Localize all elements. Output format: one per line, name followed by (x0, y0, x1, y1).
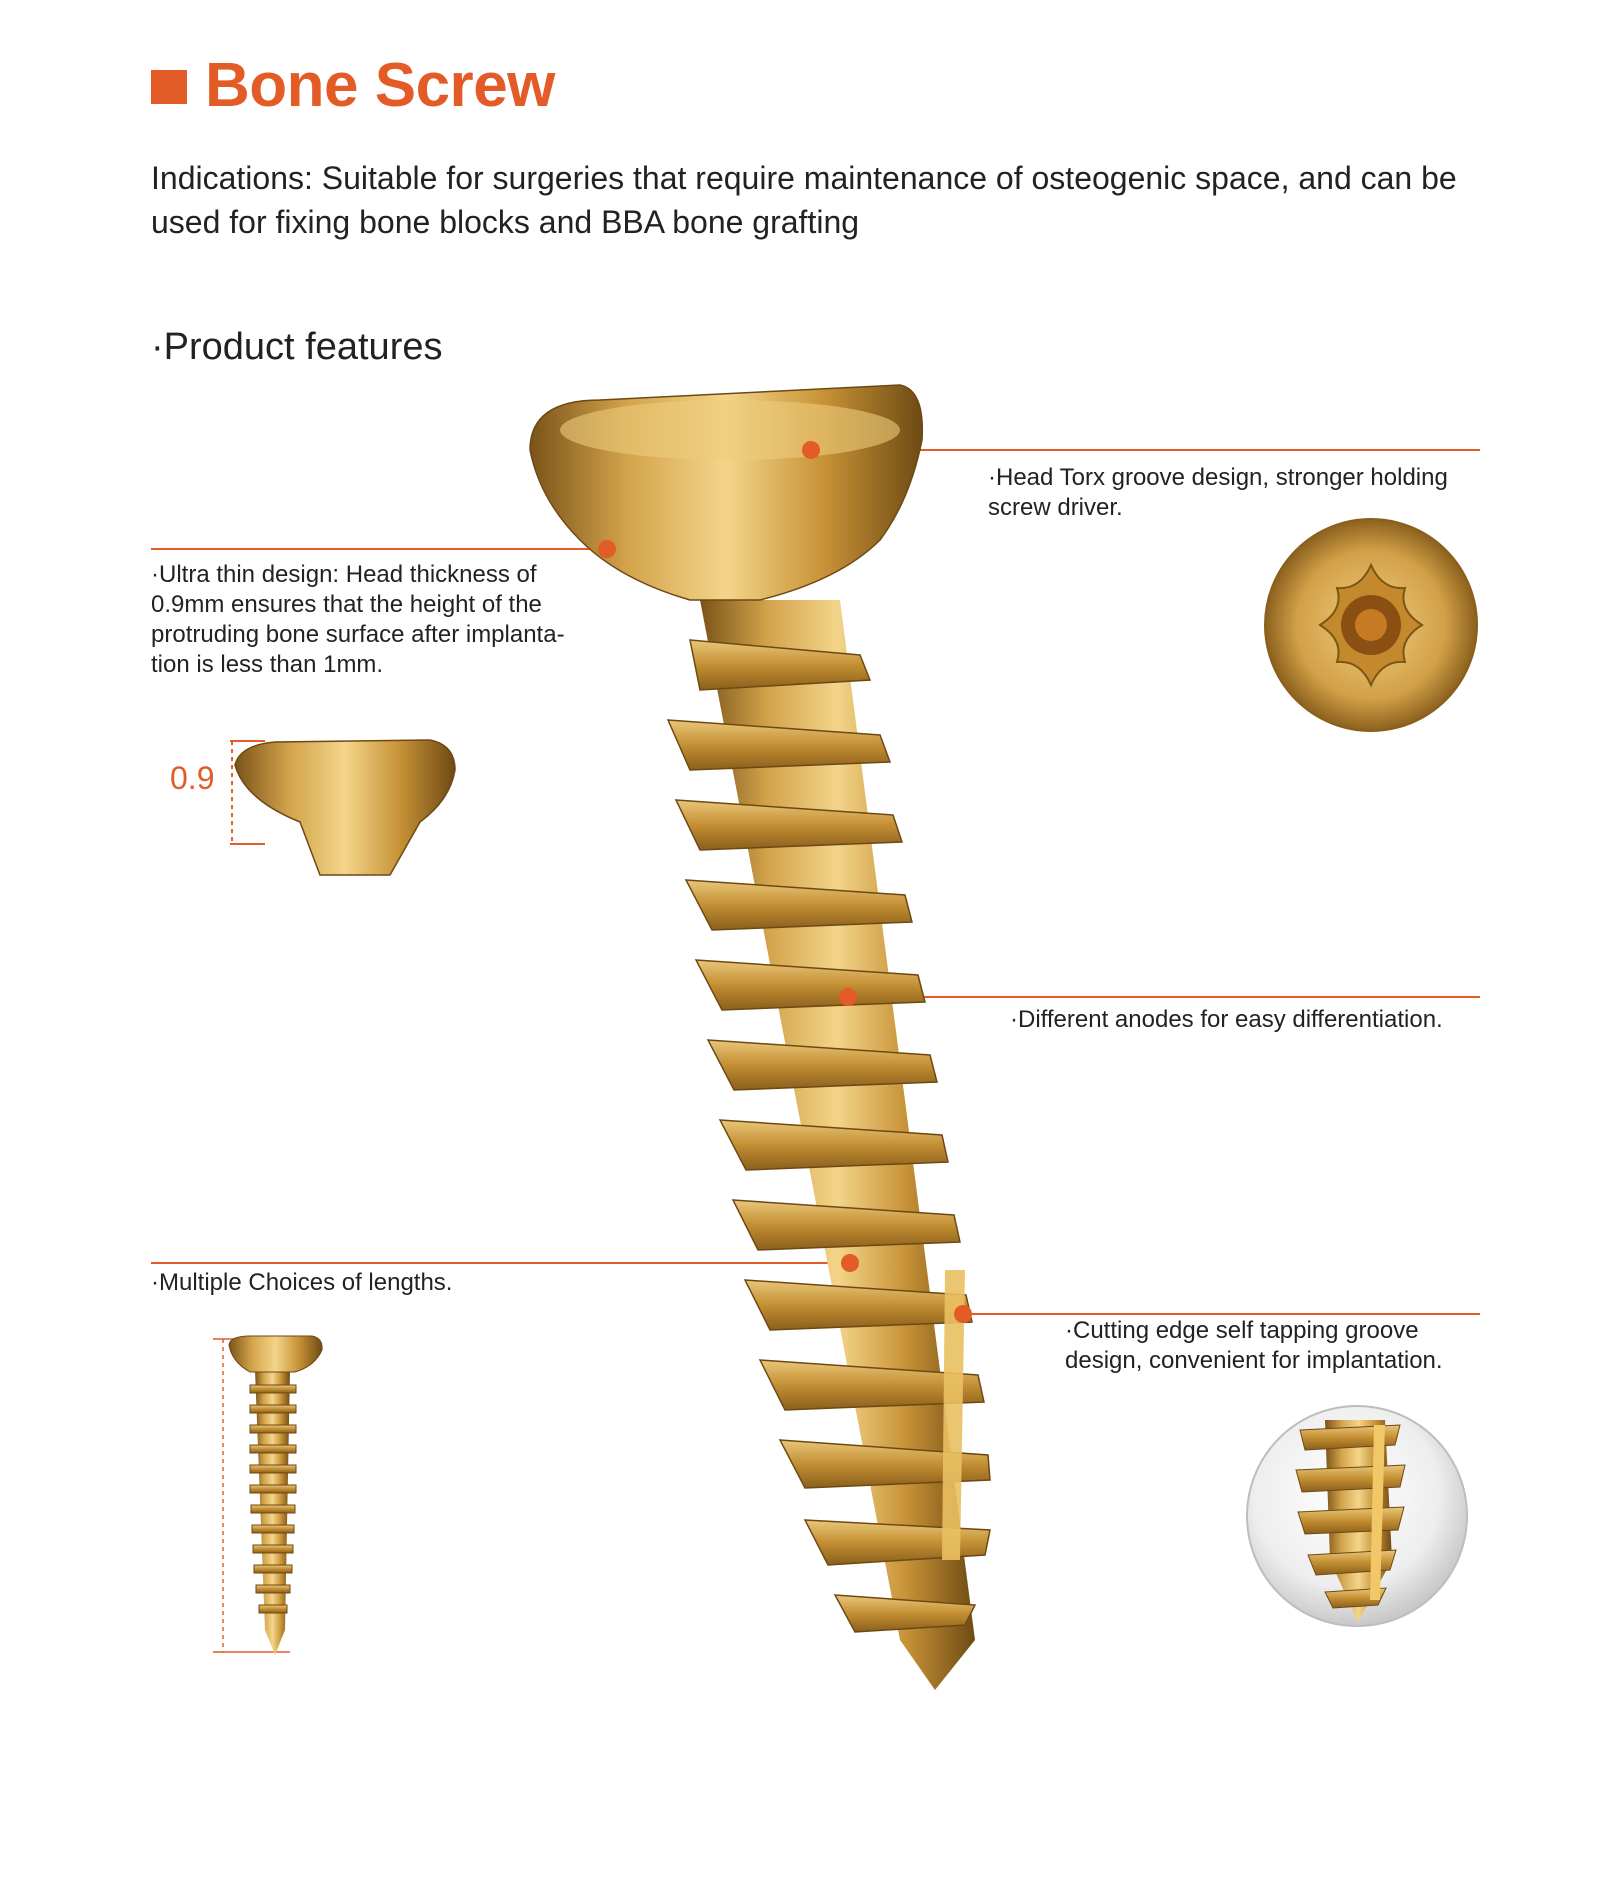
callout-ultra-thin: ·Ultra thin design: Head thickness of 0.… (151, 561, 565, 678)
indications-text: Indications: Suitable for surgeries that… (151, 160, 1457, 240)
callout-dot-anodes (839, 988, 857, 1006)
head-thickness-illustration (230, 739, 456, 876)
head-torx-icon (1264, 518, 1478, 732)
leader-lines (151, 449, 1480, 1315)
callout-dot-head (802, 441, 820, 459)
callout-dot-thin (598, 540, 616, 558)
callout-dot-lengths (841, 1254, 859, 1272)
lengths-screw-illustration (213, 1335, 323, 1655)
callout-lengths: ·Multiple Choices of lengths. (151, 1269, 453, 1296)
callout-head-torx: ·Head Torx groove design, stronger holdi… (988, 464, 1448, 521)
cutting-tip-illustration (1246, 1405, 1468, 1627)
title-square-icon (151, 70, 187, 104)
features-heading: ·Product features (151, 326, 443, 368)
thickness-dimension-label: 0.9 (170, 760, 215, 796)
page-title: Bone Screw (205, 51, 555, 120)
callout-anodes: ·Different anodes for easy differentiati… (1010, 1006, 1443, 1033)
main-screw-illustration (529, 384, 991, 1690)
callout-cutting-edge: ·Cutting edge self tapping groove design… (1065, 1317, 1443, 1374)
callout-dot-cutting (954, 1305, 972, 1323)
